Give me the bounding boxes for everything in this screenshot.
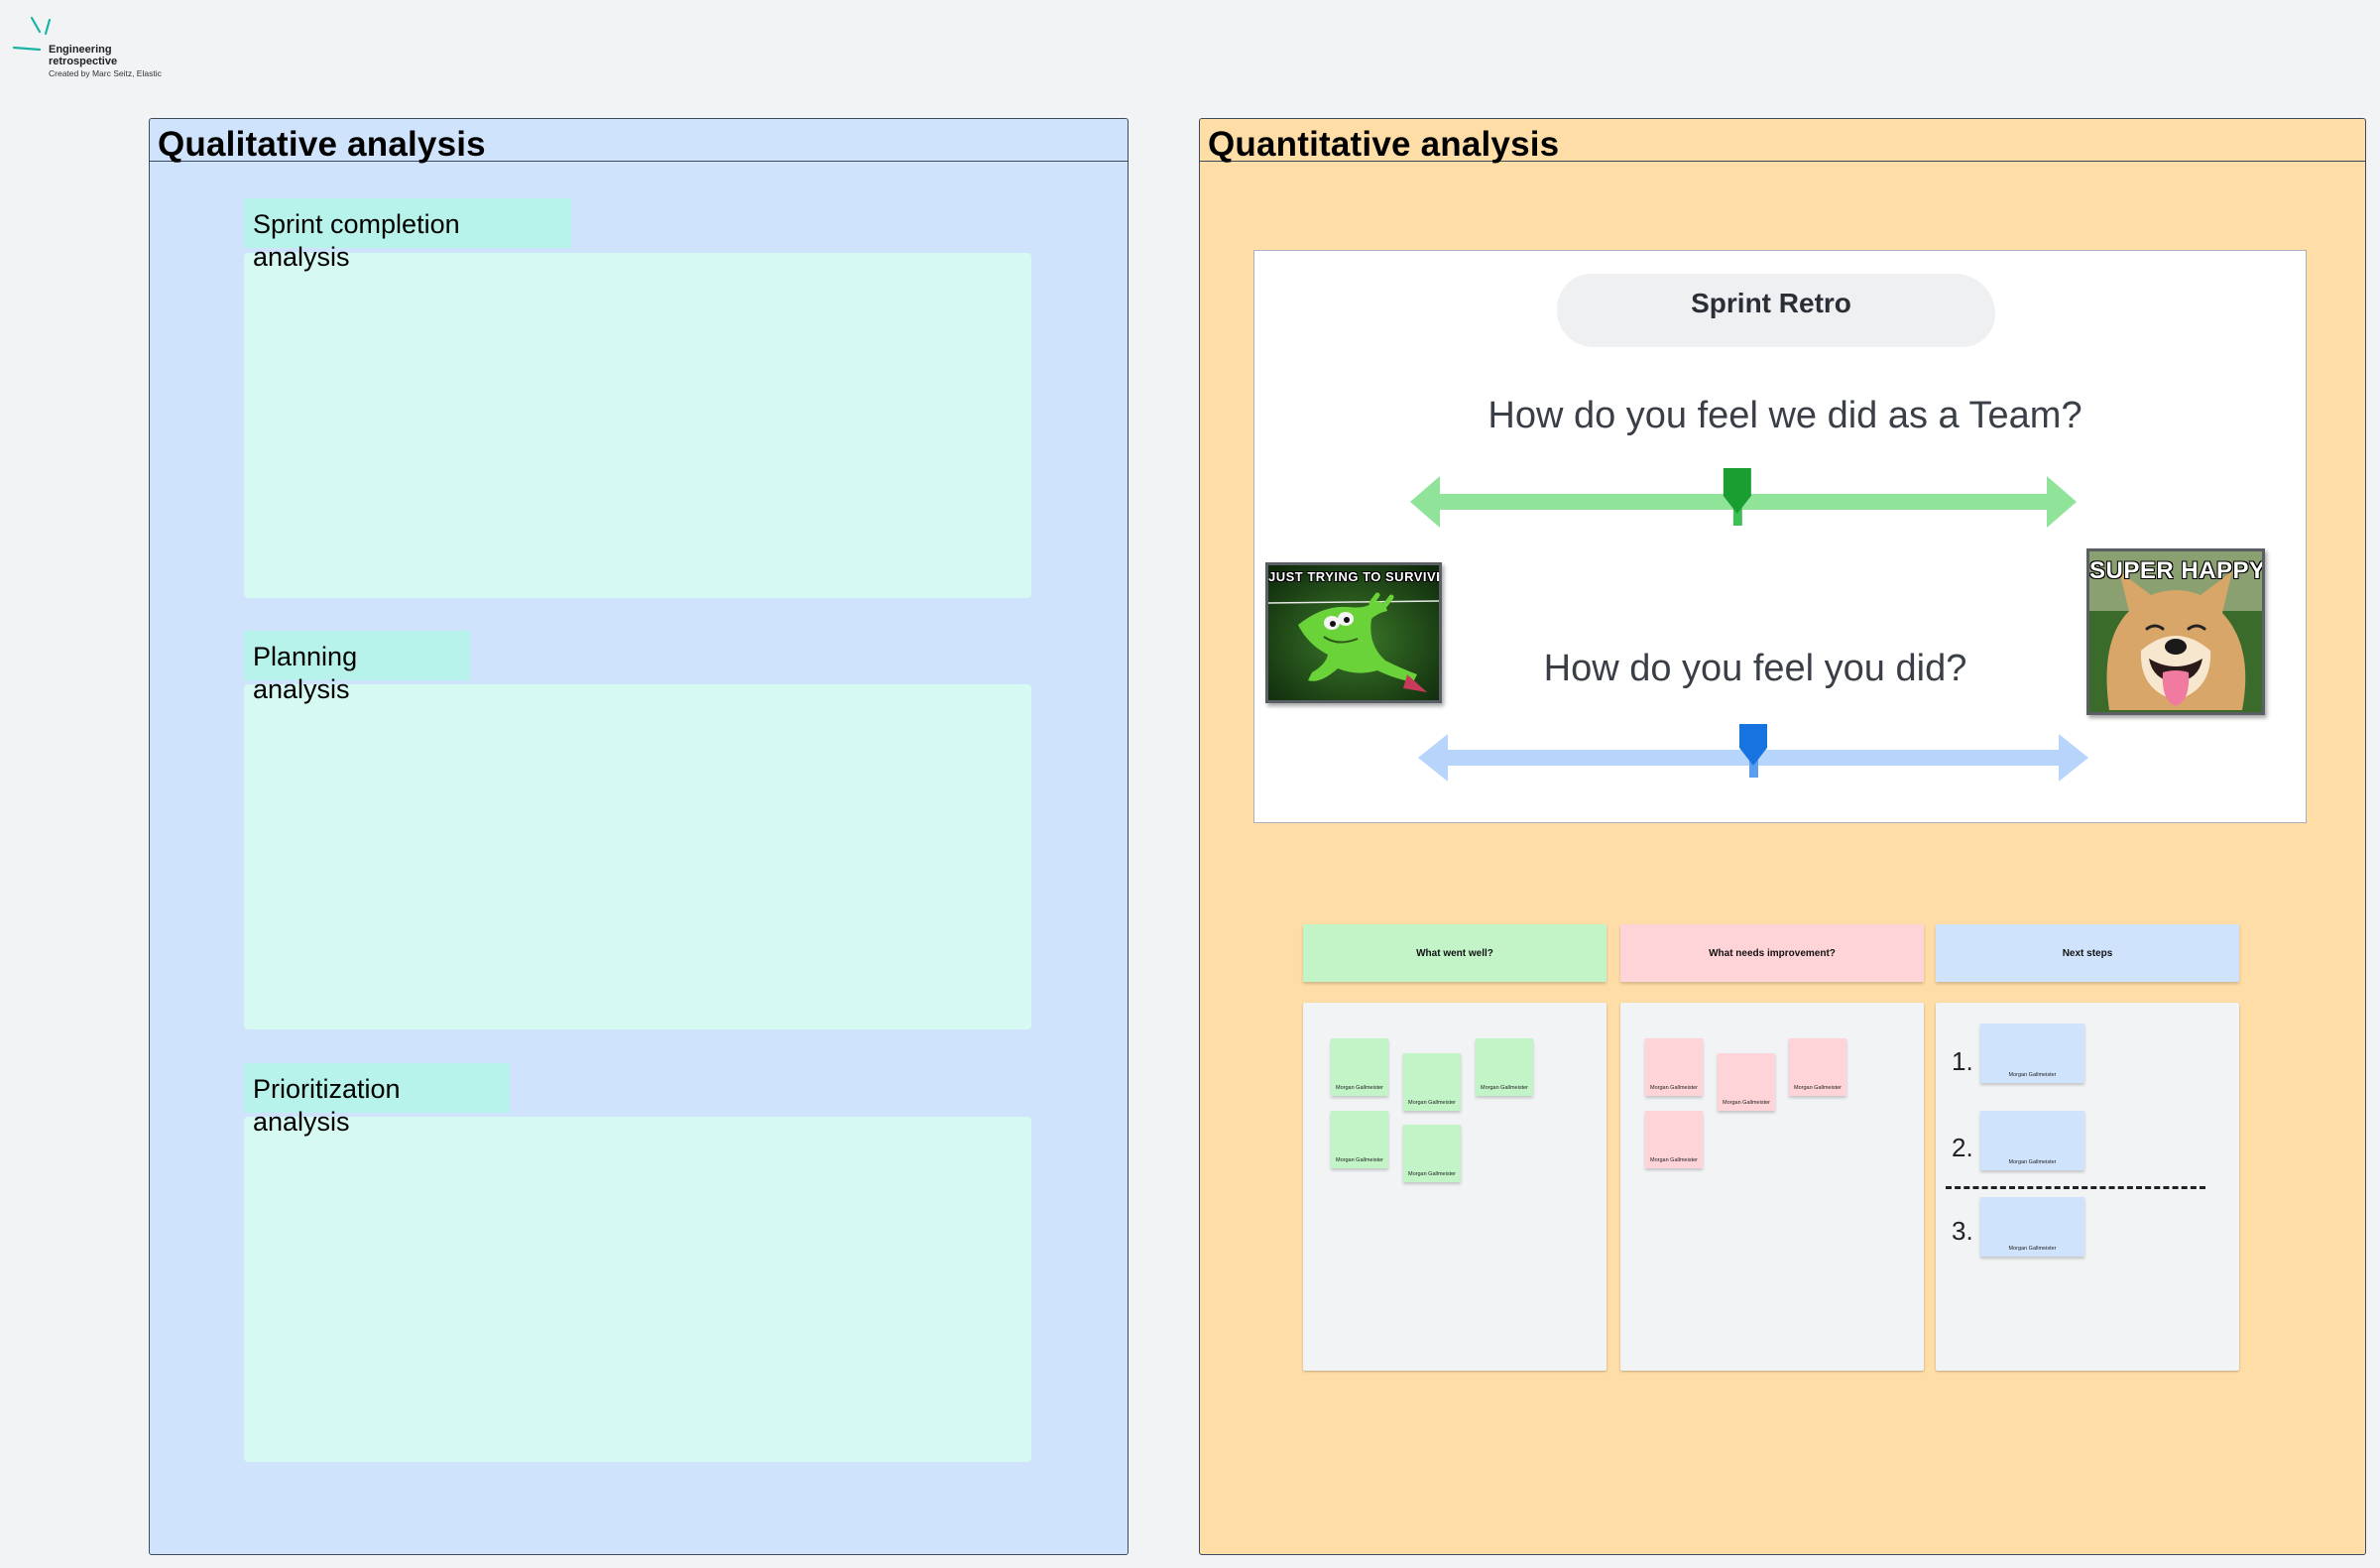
qualitative-frame-title: Qualitative analysis [158, 125, 486, 164]
sprint-completion-box[interactable] [244, 253, 1031, 598]
qualitative-frame-header: Qualitative analysis [150, 119, 1128, 164]
dog-illustration [2089, 551, 2262, 712]
logo-title: Engineering retrospective [49, 44, 118, 67]
happy-meme-caption: SUPER HAPPY [2089, 557, 2265, 584]
retro-title-pill [1557, 274, 1995, 347]
sticky-note[interactable]: Morgan Gallmeister [1331, 1038, 1388, 1096]
sticky-author: Morgan Gallmeister [2008, 1072, 2057, 1078]
sticky-note[interactable]: Morgan Gallmeister [1403, 1053, 1461, 1111]
sticky-author: Morgan Gallmeister [2008, 1246, 2057, 1252]
next-step-sticky[interactable]: Morgan Gallmeister [1980, 1024, 2084, 1083]
self-feeling-slider[interactable] [1418, 718, 2088, 797]
sticky-author: Morgan Gallmeister [1650, 1085, 1698, 1091]
sticky-note[interactable]: Morgan Gallmeister [1718, 1053, 1775, 1111]
team-feeling-slider[interactable] [1410, 462, 2077, 542]
sticky-note[interactable]: Morgan Gallmeister [1645, 1111, 1703, 1168]
prioritization-box[interactable] [244, 1117, 1031, 1462]
sticky-note[interactable]: Morgan Gallmeister [1476, 1038, 1533, 1096]
sticky-note[interactable]: Morgan Gallmeister [1645, 1038, 1703, 1096]
next-step-sticky[interactable]: Morgan Gallmeister [1980, 1197, 2084, 1257]
sticky-author: Morgan Gallmeister [1336, 1157, 1383, 1163]
next-steps-header[interactable]: Next steps [1936, 924, 2239, 982]
survive-meme-image: JUST TRYING TO SURVIVE [1265, 562, 1442, 703]
sticky-note[interactable]: Morgan Gallmeister [1789, 1038, 1846, 1096]
sparkle-logo-icon [12, 16, 52, 52]
prioritization-label: Prioritization analysis [253, 1074, 401, 1137]
sticky-author: Morgan Gallmeister [1408, 1171, 1456, 1177]
retro-title: Sprint Retro [1691, 288, 1851, 318]
planning-box[interactable] [244, 684, 1031, 1029]
planning-label: Planning analysis [253, 642, 358, 704]
next-step-number: 3. [1952, 1216, 1973, 1246]
prioritization-label-bg [244, 1063, 510, 1113]
next-step-number: 2. [1952, 1133, 1973, 1162]
next-step-sticky[interactable]: Morgan Gallmeister [1980, 1111, 2084, 1170]
happy-meme-image: SUPER HAPPY [2086, 548, 2265, 715]
quantitative-frame-header: Quantitative analysis [1200, 119, 2365, 164]
sticky-author: Morgan Gallmeister [1408, 1100, 1456, 1106]
planning-label-bg [244, 631, 470, 680]
sprint-completion-label-bg [244, 198, 571, 248]
went-well-header[interactable]: What went well? [1303, 924, 1606, 982]
sticky-author: Morgan Gallmeister [1723, 1100, 1770, 1106]
next-steps-divider [1946, 1186, 2205, 1189]
frog-illustration [1268, 565, 1439, 700]
sticky-author: Morgan Gallmeister [1650, 1157, 1698, 1163]
self-question: How do you feel you did? [1543, 648, 1967, 689]
team-slider-handle[interactable] [1723, 468, 1751, 526]
survive-meme-caption: JUST TRYING TO SURVIVE [1268, 569, 1442, 584]
quantitative-frame-title: Quantitative analysis [1208, 125, 1560, 164]
sticky-author: Morgan Gallmeister [1481, 1085, 1528, 1091]
sticky-author: Morgan Gallmeister [1336, 1085, 1383, 1091]
sticky-author: Morgan Gallmeister [2008, 1159, 2057, 1165]
sprint-completion-label: Sprint completion analysis [253, 209, 460, 272]
sticky-note[interactable]: Morgan Gallmeister [1331, 1111, 1388, 1168]
needs-improvement-header[interactable]: What needs improvement? [1620, 924, 1924, 982]
team-question: How do you feel we did as a Team? [1488, 395, 2082, 436]
logo-subtitle: Created by Marc Seitz, Elastic [49, 68, 162, 78]
next-step-number: 1. [1952, 1046, 1973, 1076]
sticky-author: Morgan Gallmeister [1794, 1085, 1842, 1091]
self-slider-handle[interactable] [1739, 724, 1767, 778]
sticky-note[interactable]: Morgan Gallmeister [1403, 1125, 1461, 1182]
